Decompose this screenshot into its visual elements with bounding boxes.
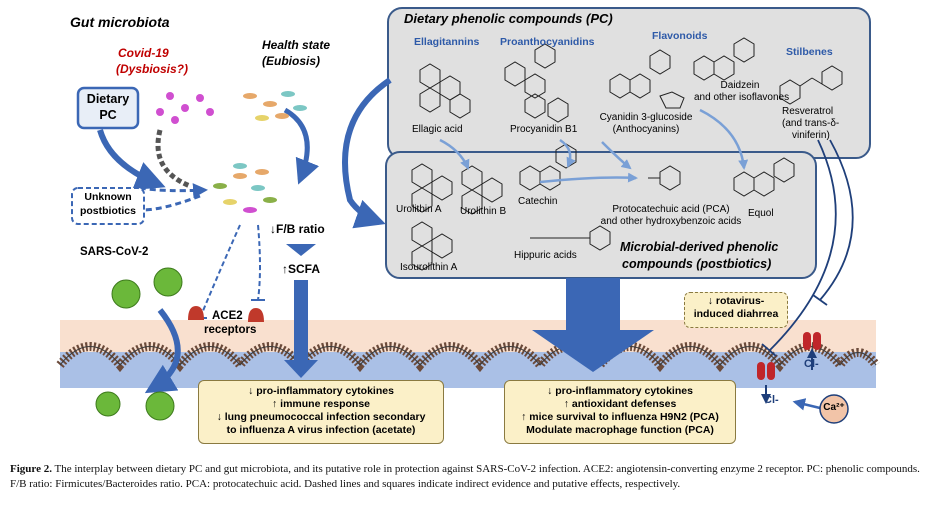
dietary-panel-title: Dietary phenolic compounds (PC) <box>404 11 613 26</box>
effect-post-2: ↑ antioxidant defenses <box>563 398 677 410</box>
microbial-panel-title-line1: Microbial-derived phenolic <box>620 240 779 254</box>
ace2-label-line2: receptors <box>204 324 257 336</box>
calcium-label: Ca²⁺ <box>823 402 845 413</box>
compound-pca-line2: and other hydroxybenzoic acids <box>600 216 742 227</box>
effect-rota-2: induced diahrrea <box>693 308 779 320</box>
effect-post-3: ↑ mice survival to influenza H9N2 (PCA) <box>521 411 719 423</box>
pathway-arrows <box>97 77 854 411</box>
effect-scfa-1: ↓ pro-inflammatory cytokines <box>248 385 394 397</box>
calcium-ion <box>819 394 849 424</box>
chloride-label-1: Cl- <box>764 394 779 406</box>
compound-urolithin-b: Urolithin B <box>460 206 507 217</box>
compound-resveratrol-line2: (and trans-δ- <box>782 118 840 129</box>
covid19-label: Covid-19 <box>118 46 169 60</box>
class-stilbenes: Stilbenes <box>786 46 833 58</box>
gut-epithelium <box>56 320 880 388</box>
eubiosis-label: (Eubiosis) <box>262 54 321 68</box>
dysbiosis-label: (Dysbiosis?) <box>116 62 189 76</box>
effects-box-scfa: ↓ pro-inflammatory cytokines ↑ immune re… <box>198 380 444 444</box>
compound-hippuric: Hippuric acids <box>514 250 577 261</box>
effect-scfa-2: ↑ immune response <box>271 398 371 410</box>
molecule-structures <box>411 37 843 271</box>
compound-catechin: Catechin <box>518 196 558 207</box>
dietary-pc-label-line2: PC <box>99 108 117 122</box>
compound-cyanidin-line2: (Anthocyanins) <box>612 124 680 135</box>
unknown-postbiotics-line1: Unknown <box>84 191 132 203</box>
scfa-arrow <box>284 244 318 378</box>
caption-label: Figure 2. <box>10 463 52 475</box>
compound-urolithin-a: Urolithin A <box>396 204 442 215</box>
effect-post-4: Modulate macrophage function (PCA) <box>526 424 714 436</box>
compound-resveratrol-line1: Resveratrol <box>782 106 834 117</box>
compound-resveratrol-line3: viniferin) <box>792 130 830 141</box>
chloride-label-2: Cl- <box>804 358 819 370</box>
effects-box-postbiotics: ↓ pro-inflammatory cytokines ↑ antioxida… <box>504 380 736 444</box>
scfa-label: ↑SCFA <box>282 262 321 276</box>
compound-procyanidin: Procyanidin B1 <box>510 124 578 135</box>
effect-post-1: ↓ pro-inflammatory cytokines <box>547 385 693 397</box>
fb-ratio-label: ↓F/B ratio <box>270 222 325 236</box>
compound-cyanidin-line1: Cyanidin 3-glucoside <box>599 112 693 123</box>
compound-daidzein-line1: Daidzein <box>720 80 760 91</box>
effects-box-rotavirus: ↓ rotavirus- induced diahrrea <box>684 292 788 328</box>
class-proanthocyanidins: Proanthocyanidins <box>500 36 595 48</box>
big-down-arrow <box>532 278 654 372</box>
virus-icons <box>95 267 183 421</box>
effect-rota-1: ↓ rotavirus- <box>707 295 765 307</box>
conversion-arrows <box>439 108 749 184</box>
microbial-panel-title-line2: compounds (postbiotics) <box>622 257 772 271</box>
gut-microbiota-label: Gut microbiota <box>70 14 170 30</box>
compound-daidzein-line2: and other isoflavones <box>694 92 790 103</box>
compound-pca-line1: Protocatechuic acid (PCA) <box>612 204 730 215</box>
ace2-receptor-icons <box>188 306 264 322</box>
sars-cov2-label: SARS-CoV-2 <box>80 246 149 258</box>
ace2-label-line1: ACE2 <box>212 310 243 322</box>
health-state-label: Health state <box>262 38 331 52</box>
chloride-channels <box>757 332 821 380</box>
unknown-postbiotics-line2: postbiotics <box>79 205 136 217</box>
class-ellagitannins: Ellagitannins <box>414 36 480 48</box>
class-flavonoids: Flavonoids <box>652 30 708 42</box>
dietary-pc-box <box>76 86 140 130</box>
dietary-pc-label-line1: Dietary <box>86 92 130 106</box>
compound-isourolithin: Isourolithin A <box>400 262 458 273</box>
bacteria-icons <box>156 91 307 213</box>
unknown-postbiotics-box <box>71 187 145 225</box>
effect-scfa-3: ↓ lung pneumococcal infection secondary <box>216 411 426 423</box>
effect-scfa-4: to influenza A virus infection (acetate) <box>226 424 416 436</box>
caption-text: The interplay between dietary PC and gut… <box>10 463 920 490</box>
compound-ellagic-acid: Ellagic acid <box>412 124 463 135</box>
figure-caption: Figure 2. The interplay between dietary … <box>10 462 926 491</box>
compound-equol: Equol <box>748 208 774 219</box>
